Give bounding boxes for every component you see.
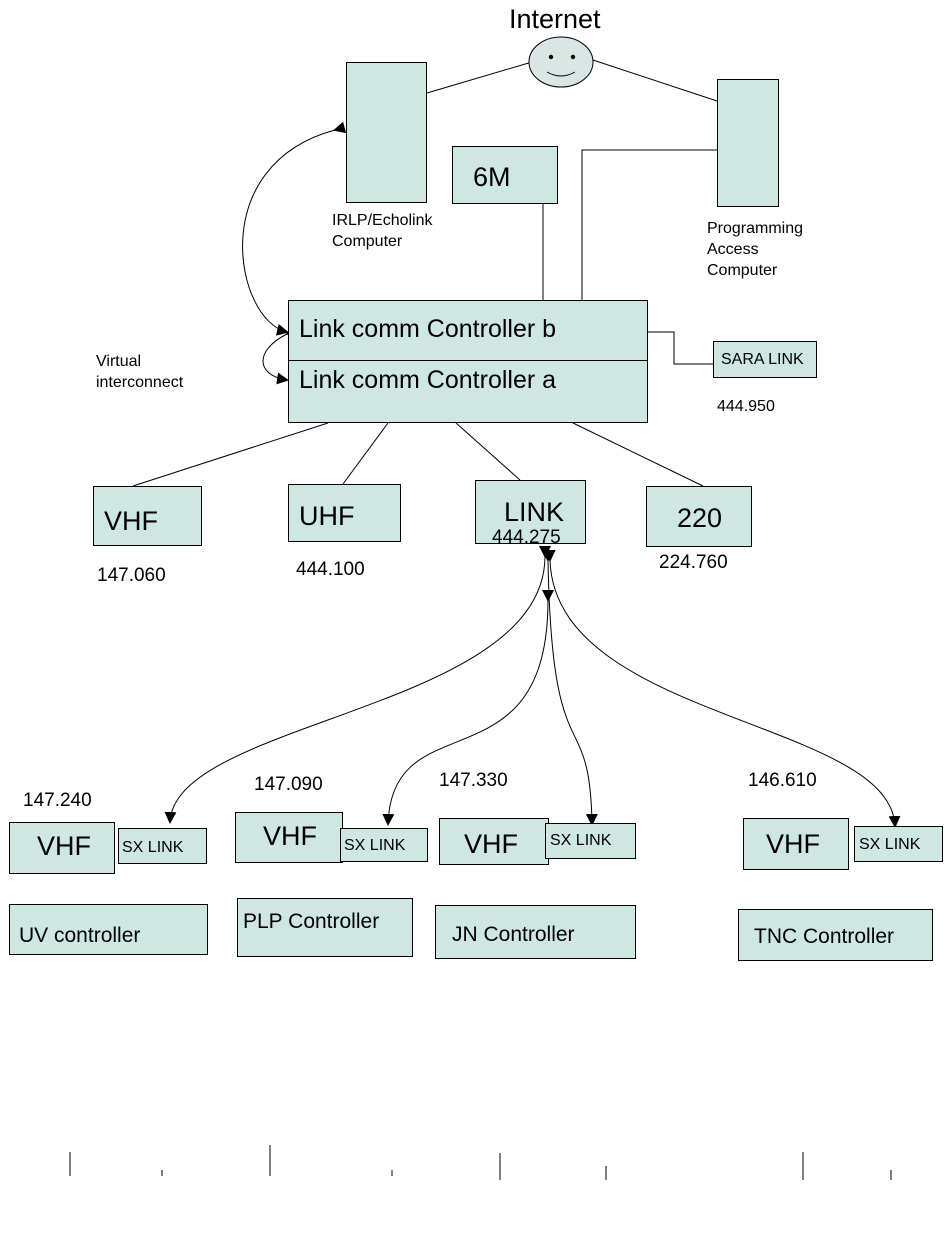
site3-vhf-label: VHF bbox=[464, 829, 518, 859]
site1-sx-link-label: SX LINK bbox=[122, 839, 184, 856]
irlp-controller-arc bbox=[242, 121, 347, 336]
main-radio-vhf-box: VHF bbox=[93, 486, 202, 546]
main-radio-uhf-label: UHF bbox=[299, 501, 355, 531]
6m-radio-box: 6M bbox=[452, 146, 558, 204]
site4-controller-box: TNC Controller bbox=[738, 909, 933, 961]
internet-label: Internet bbox=[509, 4, 601, 34]
sara-link-line bbox=[648, 331, 713, 365]
site2-vhf-label: VHF bbox=[263, 821, 317, 851]
virtual-interconnect-arc bbox=[262, 324, 299, 385]
site2-sx-link-box: SX LINK bbox=[340, 828, 428, 862]
internet-icon bbox=[528, 36, 594, 88]
sara-link-box: SARA LINK bbox=[713, 341, 817, 378]
site4-controller-label: TNC Controller bbox=[754, 925, 895, 948]
site3-sx-link-label: SX LINK bbox=[550, 832, 612, 849]
site2-freq: 147.090 bbox=[254, 774, 323, 795]
site4-vhf-label: VHF bbox=[766, 829, 820, 859]
controller-divider bbox=[289, 360, 647, 361]
internet-irlp-line bbox=[426, 61, 533, 94]
programming-controller-line bbox=[581, 149, 717, 300]
internet-programming-line bbox=[592, 59, 718, 102]
site4-freq: 146.610 bbox=[748, 770, 817, 791]
main-radio-220-freq: 224.760 bbox=[659, 552, 728, 573]
link-arc-site4 bbox=[543, 549, 901, 828]
link-comm-controller-box: Link comm Controller b Link comm Control… bbox=[288, 300, 648, 423]
site2-vhf-box: VHF bbox=[235, 812, 343, 863]
controller-220-line bbox=[572, 422, 704, 487]
controller-vhf-line bbox=[132, 422, 329, 487]
sara-link-label: SARA LINK bbox=[721, 351, 804, 368]
site4-vhf-box: VHF bbox=[743, 818, 849, 870]
main-radio-220-box: 220 bbox=[646, 486, 752, 547]
site4-sx-link-label: SX LINK bbox=[859, 836, 921, 853]
irlp-echolink-computer-box bbox=[346, 62, 427, 203]
main-radio-uhf-freq: 444.100 bbox=[296, 559, 365, 580]
site2-controller-box: PLP Controller bbox=[237, 898, 413, 957]
main-radio-link-box: LINK bbox=[475, 480, 586, 544]
site3-sx-link-box: SX LINK bbox=[545, 823, 636, 859]
site4-sx-link-box: SX LINK bbox=[854, 826, 943, 862]
programming-access-computer-label: Programming Access Computer bbox=[707, 220, 804, 279]
controller-link-line bbox=[455, 422, 521, 481]
6m-label: 6M bbox=[473, 162, 511, 192]
irlp-echolink-computer-label: IRLP/Echolink Computer bbox=[332, 212, 433, 250]
main-radio-link-freq: 444.275 bbox=[492, 527, 561, 548]
site3-vhf-box: VHF bbox=[439, 818, 549, 865]
controller-b-label: Link comm Controller b bbox=[299, 315, 557, 343]
main-radio-uhf-box: UHF bbox=[288, 484, 401, 542]
site2-controller-label: PLP Controller bbox=[243, 910, 380, 933]
main-radio-vhf-freq: 147.060 bbox=[97, 565, 166, 586]
site1-controller-label: UV controller bbox=[19, 924, 141, 947]
site1-vhf-box: VHF bbox=[9, 822, 115, 874]
site3-controller-box: JN Controller bbox=[435, 905, 636, 959]
site3-freq: 147.330 bbox=[439, 770, 508, 791]
main-radio-vhf-label: VHF bbox=[104, 506, 158, 536]
site3-controller-label: JN Controller bbox=[452, 923, 575, 946]
site1-controller-box: UV controller bbox=[9, 904, 208, 955]
site1-vhf-label: VHF bbox=[37, 831, 91, 861]
site1-freq: 147.240 bbox=[23, 790, 92, 811]
controller-a-label: Link comm Controller a bbox=[299, 366, 557, 394]
virtual-interconnect-label: Virtual interconnect bbox=[96, 353, 184, 391]
site1-sx-link-box: SX LINK bbox=[118, 828, 207, 864]
controller-uhf-line bbox=[342, 422, 389, 485]
main-radio-link-label: LINK bbox=[504, 497, 565, 527]
link-arc-site2 bbox=[382, 589, 555, 826]
site2-sx-link-label: SX LINK bbox=[344, 837, 406, 854]
sara-link-freq: 444.950 bbox=[717, 398, 775, 415]
link-arc-site3 bbox=[541, 549, 598, 826]
main-radio-220-label: 220 bbox=[677, 503, 723, 533]
programming-access-computer-box bbox=[717, 79, 779, 207]
